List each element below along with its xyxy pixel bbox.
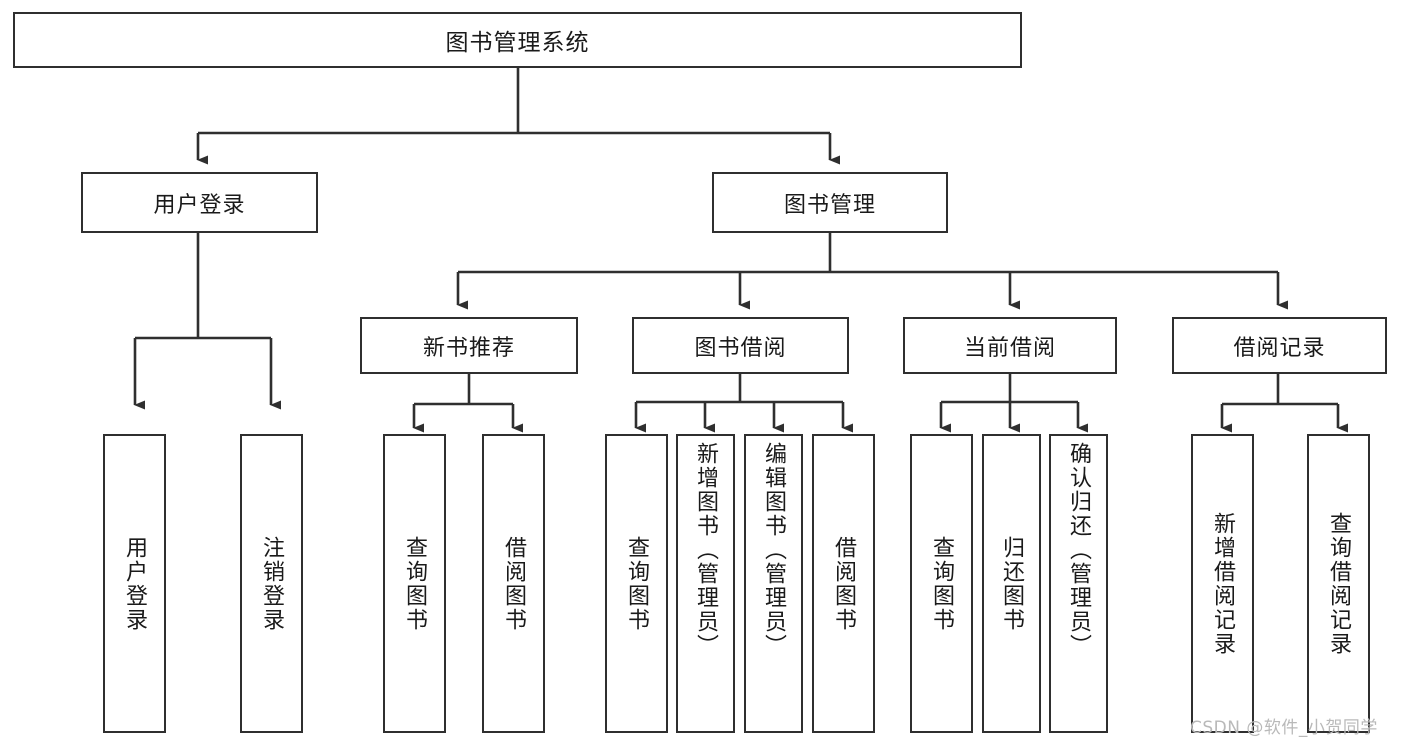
csdn-watermark: CSDN @软件_小贺同学 bbox=[1190, 718, 1378, 738]
leaf-user-login[interactable]: 用户登录 bbox=[103, 434, 166, 733]
leaf-query-record[interactable]: 查询借阅记录 bbox=[1307, 434, 1370, 733]
leaf-query-book-3[interactable]: 查询图书 bbox=[910, 434, 973, 733]
leaf-add-book[interactable]: 新增图书（管理员） bbox=[676, 434, 735, 733]
leaf-edit-book[interactable]: 编辑图书（管理员） bbox=[744, 434, 803, 733]
node-new-book-recommend[interactable]: 新书推荐 bbox=[360, 317, 578, 374]
leaf-user-logout[interactable]: 注销登录 bbox=[240, 434, 303, 733]
node-current-borrow[interactable]: 当前借阅 bbox=[903, 317, 1117, 374]
node-root[interactable]: 图书管理系统 bbox=[13, 12, 1022, 68]
leaf-borrow-book-2[interactable]: 借阅图书 bbox=[812, 434, 875, 733]
leaf-borrow-book-1[interactable]: 借阅图书 bbox=[482, 434, 545, 733]
leaf-add-record[interactable]: 新增借阅记录 bbox=[1191, 434, 1254, 733]
node-book-manage[interactable]: 图书管理 bbox=[712, 172, 948, 233]
node-user-login[interactable]: 用户登录 bbox=[81, 172, 318, 233]
leaf-query-book-1[interactable]: 查询图书 bbox=[383, 434, 446, 733]
node-book-borrow[interactable]: 图书借阅 bbox=[632, 317, 849, 374]
leaf-query-book-2[interactable]: 查询图书 bbox=[605, 434, 668, 733]
node-borrow-record[interactable]: 借阅记录 bbox=[1172, 317, 1387, 374]
leaf-return-book[interactable]: 归还图书 bbox=[982, 434, 1041, 733]
leaf-confirm-return[interactable]: 确认归还（管理员） bbox=[1049, 434, 1108, 733]
